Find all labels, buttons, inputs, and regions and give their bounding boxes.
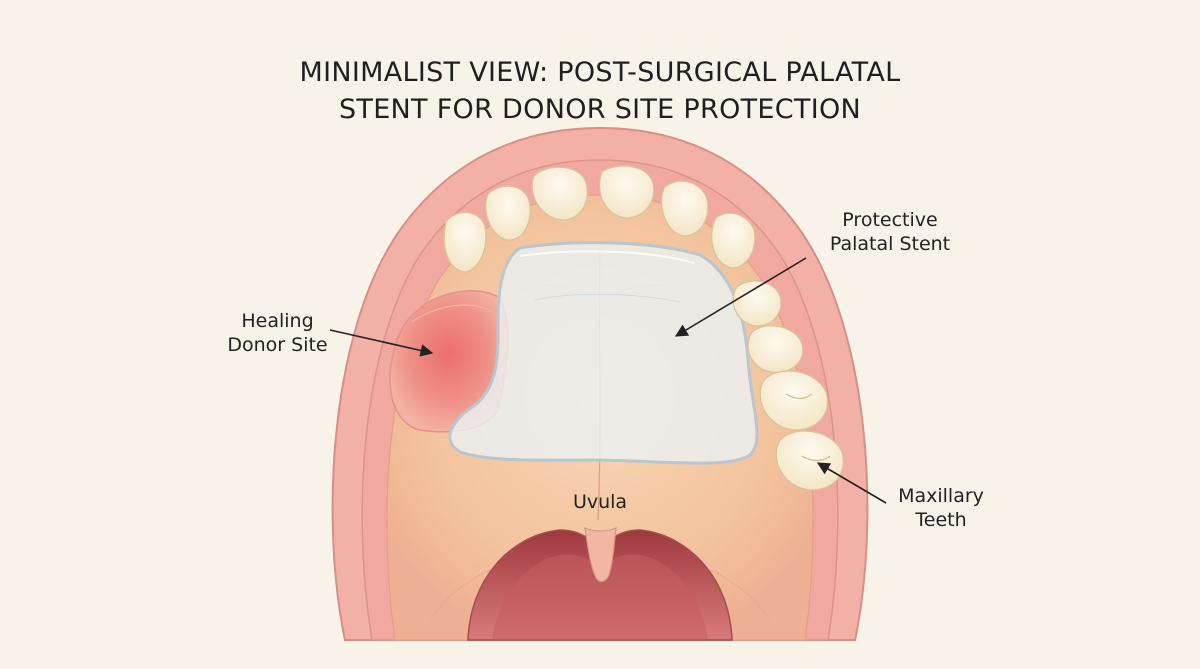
maxillary-teeth [443,165,844,491]
label-healing-donor-site: Healing Donor Site [200,309,355,357]
tooth [775,430,844,491]
tooth [759,370,828,431]
uvula [584,527,617,583]
tooth [732,280,782,327]
tooth [711,212,756,269]
label-line: Donor Site [227,334,328,356]
tooth [485,185,531,241]
throat-inner [492,554,708,640]
label-line: Palatal Stent [829,233,951,255]
arrow-healing-donor-site [329,329,434,357]
protective-palatal-stent [448,241,759,465]
tooth [531,166,589,221]
donor-site-edge [411,304,493,323]
tooth [747,325,804,373]
arrow-maxillary-teeth [816,462,887,504]
label-line: Teeth [915,509,967,531]
tooth [443,211,487,273]
tooth [598,165,655,219]
label-uvula: Uvula [572,491,628,513]
title-line-2: STENT FOR DONOR SITE PROTECTION [338,94,862,126]
molar-groove [785,393,813,400]
stent-texture [534,293,681,303]
molar-groove [801,455,831,462]
label-line: Protective [842,209,938,231]
arrow-protective-palatal-stent [674,257,807,337]
diagram-title: MINIMALIST VIEW: POST-SURGICAL PALATAL S… [0,54,1200,128]
tooth [660,180,709,237]
label-maxillary-teeth: Maxillary Teeth [866,484,1016,532]
stent-highlight [519,250,695,264]
label-line: Maxillary [898,485,984,507]
title-line-1: MINIMALIST VIEW: POST-SURGICAL PALATAL [299,57,901,89]
label-line: Healing [241,310,314,332]
label-protective-palatal-stent: Protective Palatal Stent [800,208,980,256]
